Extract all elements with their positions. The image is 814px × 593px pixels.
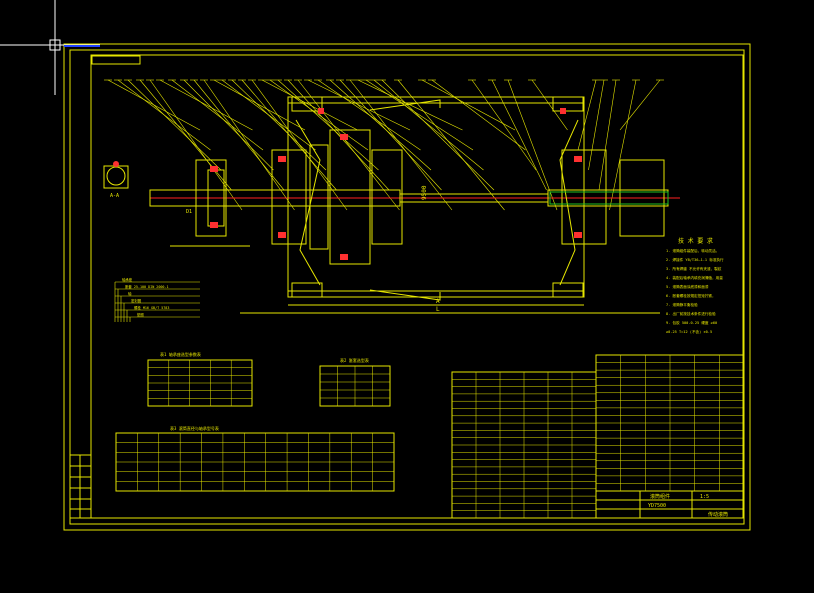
legend-label: 垫圈: [137, 312, 144, 317]
note-line: 2. 焊接件 YB/T36—1-1 标准执行: [666, 257, 724, 262]
shaft-label: D1: [186, 209, 192, 215]
notes-title: 技 术 要 求: [678, 237, 713, 245]
bill-of-materials: [451, 354, 745, 519]
corner-title-box: [91, 55, 141, 65]
dimension-main: 9500: [421, 185, 428, 200]
note-line: 7. 滚筒静平衡检验: [666, 302, 698, 307]
inner-frame: [69, 49, 745, 525]
title-block: 滚筒组件 YD7500 1:5 传动滚筒: [595, 490, 745, 519]
note-line: ≥0.25 T=12 (不含) ±0.5: [666, 329, 712, 334]
table1-title: 表1 轴承座选型参数表: [160, 351, 201, 357]
legend-label: 轴: [128, 291, 132, 296]
title-company: 滚筒组件: [650, 493, 670, 500]
drawing-frame: [90, 54, 744, 519]
title-scale: 1:5: [700, 494, 709, 500]
table-expansion-sleeve: 表2 胀套选型表: [319, 357, 391, 407]
note-line: 8. 出厂前按技术条件进行检验: [666, 311, 716, 316]
table-bearing-params: 表1 轴承座选型参数表: [147, 351, 253, 407]
technical-notes: 技 术 要 求 1. 滚筒组件装配后，转动灵活。 2. 焊接件 YB/T36—1-…: [666, 237, 724, 334]
note-line: 5. 滚筒表面涂底漆和面漆: [666, 284, 709, 289]
table3-title: 表3 滚筒直径与轴承型号表: [170, 425, 219, 431]
legend-label: 螺栓 M16 GB/T 5783: [134, 305, 169, 310]
title-drawing-no: YD7500: [648, 503, 666, 509]
note-line: 1. 滚筒组件装配后，转动灵活。: [666, 248, 719, 253]
left-strip-table: [69, 454, 92, 519]
note-line: 4. 装配后轴承内填充润滑脂，用量: [666, 275, 723, 280]
balloon-leaders: [104, 79, 664, 211]
table2-title: 表2 胀套选型表: [340, 357, 369, 363]
title-name: 传动滚筒: [708, 511, 728, 518]
dimension-a: A: [436, 298, 440, 305]
note-line: 3. 所有焊缝 不允许有夹渣、裂纹: [666, 266, 722, 271]
table-diameter-bearing: 表3 滚筒直径与轴承型号表: [115, 425, 395, 492]
drum-assembly-drawing: 9500 A L A-A D1: [103, 96, 680, 314]
note-line: 9. 包胶 500-0.25 硬度 ≥60: [666, 320, 717, 325]
dimension-l: L: [436, 306, 440, 313]
legend-label: 胀套 25-100 DIN 2000-1: [125, 284, 169, 289]
note-line: 6. 胀套螺栓按规定扭矩拧紧，: [666, 293, 716, 298]
outer-frame: [63, 43, 751, 531]
crosshair-cursor[interactable]: [0, 0, 100, 95]
legend-label: 密封圈: [131, 298, 142, 303]
section-label: A-A: [110, 193, 119, 199]
legend-label: 轴承座: [122, 277, 133, 282]
